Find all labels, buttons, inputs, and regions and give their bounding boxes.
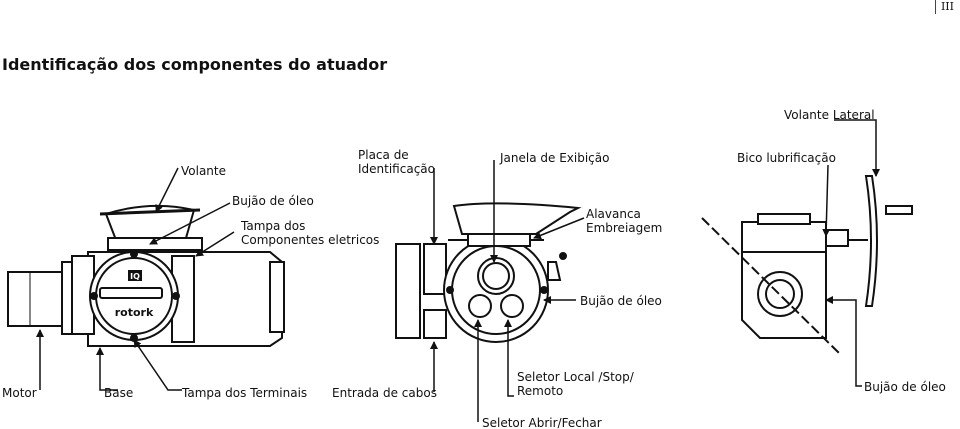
side-view	[395, 202, 582, 343]
label-base: Base	[104, 386, 133, 400]
cable-entry	[423, 243, 447, 295]
label-volante: Volante	[181, 164, 226, 178]
label-janela-exibicao: Janela de Exibição	[499, 151, 609, 165]
iq-badge	[128, 270, 142, 281]
label-placa-line2: Identificação	[358, 162, 435, 176]
label-tampa-componentes-line1: Tampa dos	[240, 219, 305, 233]
label-bujao-oleo-top: Bujão de óleo	[232, 194, 314, 208]
page-title: Identificação dos componentes do atuador	[2, 55, 388, 74]
label-seletor-abrir-fechar: Seletor Abrir/Fechar	[482, 416, 602, 429]
label-entrada-cabos: Entrada de cabos	[332, 386, 437, 400]
iq-badge-text: IQ	[130, 272, 140, 281]
selector-local-stop-remote	[500, 294, 524, 318]
label-placa-line1: Placa de	[358, 148, 409, 162]
label-seletor-lsr-line1: Seletor Local /Stop/	[517, 370, 635, 384]
selector-open-close	[468, 294, 492, 318]
rotork-logo: rotork	[115, 306, 154, 319]
label-seletor-lsr-line2: Remoto	[517, 384, 563, 398]
gear-shaft-line	[701, 217, 841, 355]
label-tampa-componentes-line2: Componentes eletricos	[241, 233, 379, 247]
label-motor: Motor	[2, 386, 37, 400]
front-view: IQ rotork	[7, 204, 285, 347]
label-volante-lateral: Volante Lateral	[784, 108, 875, 122]
side-handwheel-view	[701, 175, 913, 355]
side-handwheel	[864, 175, 878, 307]
label-alavanca-line2: Embreiagem	[586, 221, 662, 235]
label-bico-lubrificacao: Bico lubrificação	[737, 151, 836, 165]
leader-lines	[36, 119, 880, 422]
clutch-lever	[547, 261, 562, 281]
page-number: III	[934, 0, 954, 14]
label-bujao-oleo-mid: Bujão de óleo	[580, 294, 662, 308]
label-bujao-oleo-right: Bujão de óleo	[864, 380, 946, 394]
label-alavanca-line1: Alavanca	[586, 207, 641, 221]
label-tampa-terminais: Tampa dos Terminais	[181, 386, 307, 400]
